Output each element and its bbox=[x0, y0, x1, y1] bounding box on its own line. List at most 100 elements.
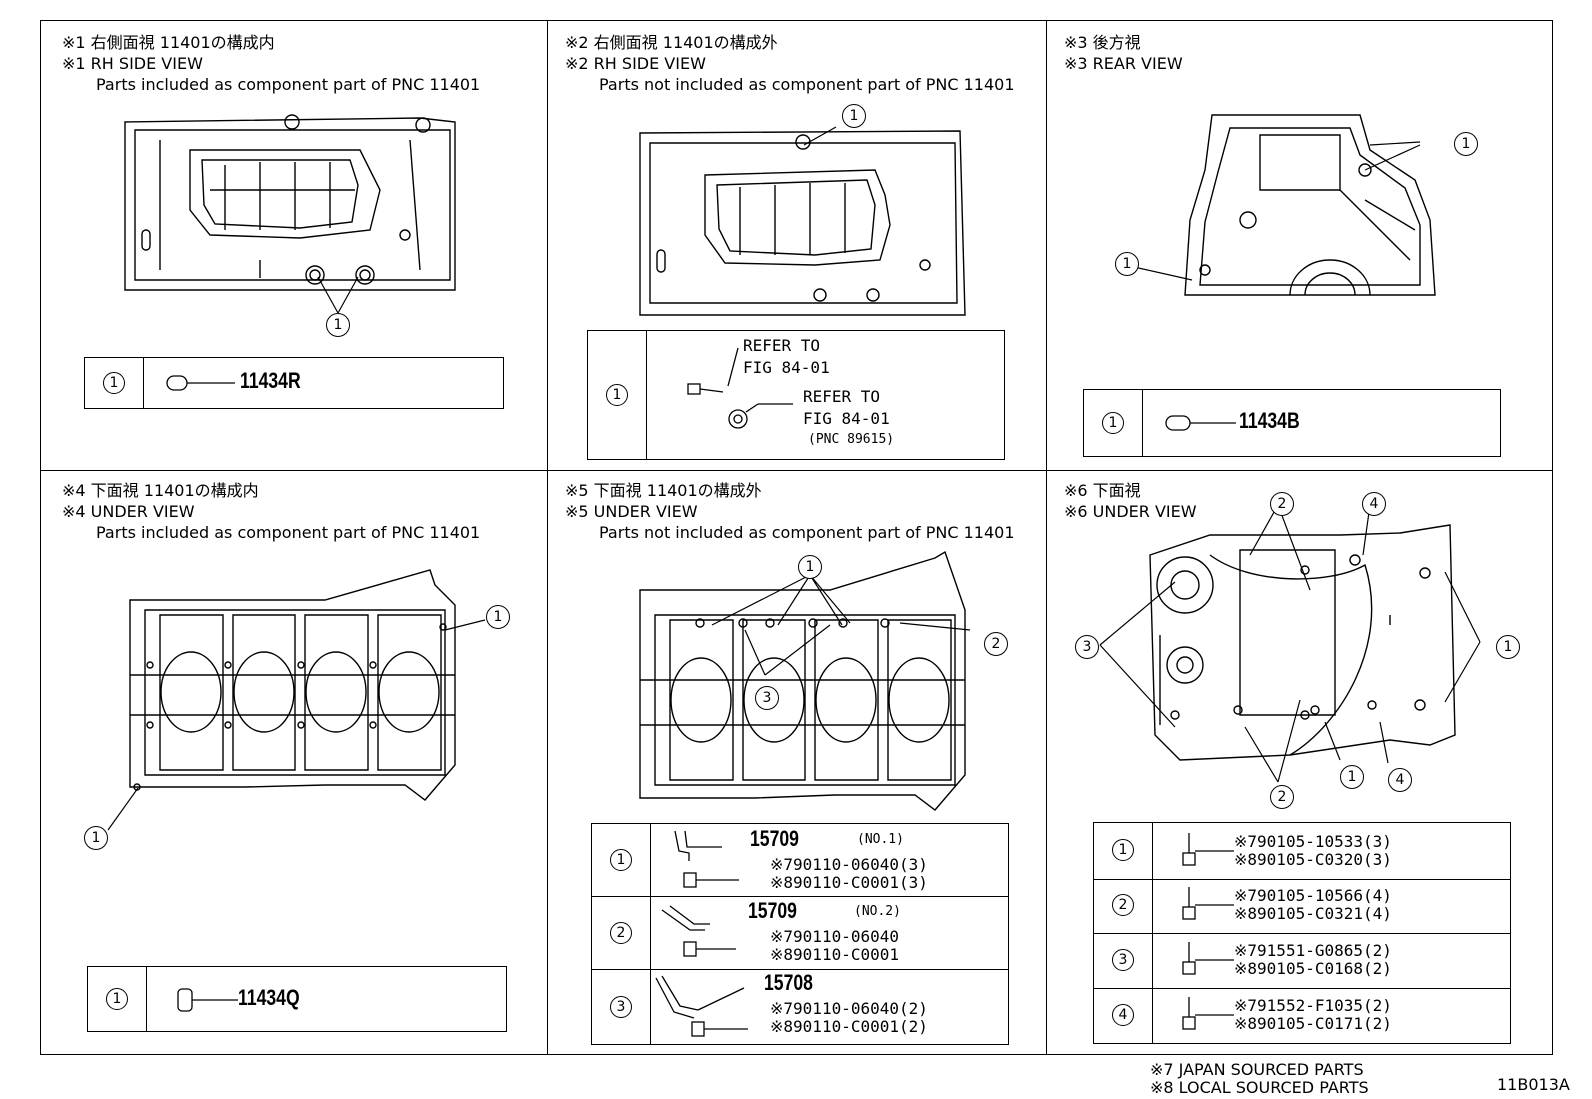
row-divider bbox=[592, 896, 1008, 897]
row-divider bbox=[1094, 879, 1510, 880]
part-number[interactable]: 11434R bbox=[240, 368, 301, 393]
figure-frame bbox=[40, 20, 1553, 1055]
callout-1-label: 1 bbox=[849, 108, 859, 124]
callout-leaders-p2 bbox=[803, 126, 837, 146]
part-line-local[interactable]: ※890110-C0001(3) bbox=[770, 873, 928, 892]
part-line-japan[interactable]: ※791552-F1035(2) bbox=[1234, 996, 1392, 1015]
engine-block-rh-side-drawing bbox=[124, 114, 456, 291]
oil-jet-icon bbox=[674, 830, 739, 888]
part-number[interactable]: 15709 bbox=[748, 898, 797, 923]
footnote-japan: ※7 JAPAN SOURCED PARTS bbox=[1150, 1060, 1364, 1079]
callout-leaders-p5 bbox=[711, 574, 971, 676]
part-line-japan[interactable]: ※790105-10566(4) bbox=[1234, 886, 1392, 905]
panel-5-subtitle: Parts not included as component part of … bbox=[599, 523, 1015, 542]
index-column bbox=[592, 824, 651, 1044]
engine-block-under-drawing-2 bbox=[639, 550, 966, 811]
panel-1-header: ※1 右側面視 11401の構成内 ※1 RH SIDE VIEW Parts … bbox=[62, 32, 480, 95]
row-divider bbox=[592, 969, 1008, 970]
row-divider bbox=[1094, 988, 1510, 989]
bolt-and-sensor-icon bbox=[687, 347, 793, 429]
part-line-local[interactable]: ※890110-C0001 bbox=[770, 945, 899, 964]
callout-1: 1 bbox=[798, 555, 822, 579]
divider-v1 bbox=[547, 20, 548, 1055]
callout-2: 2 bbox=[1270, 785, 1294, 809]
callout-1-label: 1 bbox=[91, 830, 101, 846]
part-line-local[interactable]: ※890105-C0321(4) bbox=[1234, 904, 1392, 923]
row-divider bbox=[1094, 933, 1510, 934]
oil-jet-icon bbox=[661, 905, 736, 957]
panel-1-title-jp: ※1 右側面視 11401の構成内 bbox=[62, 33, 275, 52]
part-line-japan[interactable]: ※791551-G0865(2) bbox=[1234, 941, 1392, 960]
dowel-pin-icon bbox=[166, 375, 235, 391]
callout-1: 1 bbox=[1340, 765, 1364, 789]
index-circle-4: 4 bbox=[1112, 1004, 1134, 1026]
part-number[interactable]: 15708 bbox=[764, 970, 813, 995]
part-line-local[interactable]: ※890110-C0001(2) bbox=[770, 1017, 928, 1036]
panel-5-title-jp: ※5 下面視 11401の構成外 bbox=[565, 481, 762, 500]
callout-1: 1 bbox=[842, 104, 866, 128]
part-line-local[interactable]: ※890105-C0171(2) bbox=[1234, 1014, 1392, 1033]
part-table-p4: 1 11434Q bbox=[87, 966, 507, 1032]
refer-text-2c: (PNC 89615) bbox=[808, 432, 895, 447]
callout-1-label: 1 bbox=[1461, 136, 1471, 152]
callout-3-label: 3 bbox=[1082, 639, 1092, 655]
part-number[interactable]: 11434B bbox=[1239, 408, 1300, 433]
panel-4-subtitle: Parts included as component part of PNC … bbox=[96, 523, 481, 542]
callout-1-label: 1 bbox=[493, 609, 503, 625]
index-circle-2: 2 bbox=[610, 922, 632, 944]
engine-block-under-drawing bbox=[129, 569, 456, 801]
part-line-japan[interactable]: ※790105-10533(3) bbox=[1234, 832, 1392, 851]
callout-3: 3 bbox=[755, 686, 779, 710]
part-line-local[interactable]: ※890105-C0168(2) bbox=[1234, 959, 1392, 978]
index-circle-3: 3 bbox=[1112, 949, 1134, 971]
bolt-icon bbox=[1182, 942, 1234, 975]
part-note: (NO.1) bbox=[857, 832, 904, 847]
part-table-p2: 1 REFER TO FIG 84-01 REFER TO FIG 84-01 … bbox=[587, 330, 1005, 460]
callout-4-label: 4 bbox=[1395, 772, 1405, 788]
panel-2-subtitle: Parts not included as component part of … bbox=[599, 75, 1015, 94]
index-circle-1: 1 bbox=[103, 372, 125, 394]
refer-text-1a: REFER TO bbox=[743, 336, 821, 355]
callout-2: 2 bbox=[984, 632, 1008, 656]
part-table-p5: 1 15709 (NO.1) ※790110-06040(3) ※890110-… bbox=[591, 823, 1009, 1045]
part-number[interactable]: 11434Q bbox=[238, 985, 300, 1010]
part-line-japan[interactable]: ※790110-06040(2) bbox=[770, 999, 928, 1018]
panel-6-title-jp: ※6 下面視 bbox=[1064, 481, 1141, 500]
bolt-icon bbox=[1182, 997, 1234, 1030]
callout-4: 4 bbox=[1388, 768, 1412, 792]
panel-4-title-en: ※4 UNDER VIEW bbox=[62, 502, 195, 521]
part-line-local[interactable]: ※890105-C0320(3) bbox=[1234, 850, 1392, 869]
divider-h bbox=[40, 470, 1553, 471]
part-number[interactable]: 15709 bbox=[750, 826, 799, 851]
panel-2-title-jp: ※2 右側面視 11401の構成外 bbox=[565, 33, 778, 52]
part-line-japan[interactable]: ※790110-06040(3) bbox=[770, 855, 928, 874]
bolt-icon bbox=[1182, 887, 1234, 920]
index-circle-3: 3 bbox=[610, 996, 632, 1018]
callout-2: 2 bbox=[1270, 492, 1294, 516]
panel-3-header: ※3 後方視 ※3 REAR VIEW bbox=[1064, 32, 1183, 74]
panel-2-header: ※2 右側面視 11401の構成外 ※2 RH SIDE VIEW Parts … bbox=[565, 32, 1015, 95]
engine-block-rear-drawing bbox=[1184, 114, 1436, 296]
bolt-icon bbox=[1182, 833, 1234, 866]
panel-1-subtitle: Parts included as component part of PNC … bbox=[96, 75, 481, 94]
refer-text-2b[interactable]: FIG 84-01 bbox=[803, 409, 890, 428]
panel-4-header: ※4 下面視 11401の構成内 ※4 UNDER VIEW Parts inc… bbox=[62, 480, 480, 543]
panel-2-title-en: ※2 RH SIDE VIEW bbox=[565, 54, 706, 73]
refer-text-1b[interactable]: FIG 84-01 bbox=[743, 358, 830, 377]
panel-3-title-en: ※3 REAR VIEW bbox=[1064, 54, 1183, 73]
index-cell: 1 bbox=[588, 331, 647, 459]
callout-leaders-p3 bbox=[1124, 141, 1421, 281]
panel-3-title-jp: ※3 後方視 bbox=[1064, 33, 1141, 52]
callout-leaders-p1 bbox=[317, 276, 359, 314]
panel-5-header: ※5 下面視 11401の構成外 ※5 UNDER VIEW Parts not… bbox=[565, 480, 1015, 543]
part-note: (NO.2) bbox=[854, 904, 901, 919]
index-circle-1: 1 bbox=[610, 849, 632, 871]
part-line-japan[interactable]: ※790110-06040 bbox=[770, 927, 899, 946]
figure-code: 11B013A bbox=[1497, 1075, 1570, 1094]
callout-1: 1 bbox=[326, 313, 350, 337]
callout-1: 1 bbox=[1115, 252, 1139, 276]
index-cell: 1 bbox=[1084, 390, 1143, 456]
footnote-local: ※8 LOCAL SOURCED PARTS bbox=[1150, 1078, 1369, 1097]
dowel-pin-icon bbox=[1165, 415, 1236, 431]
index-cell: 1 bbox=[85, 358, 144, 408]
